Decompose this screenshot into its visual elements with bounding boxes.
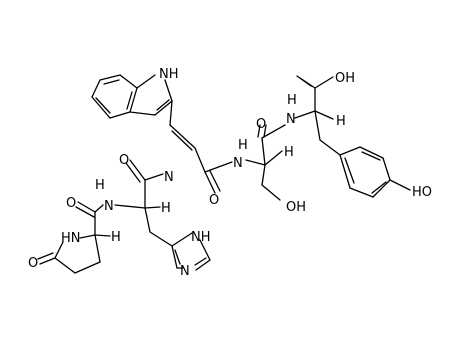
- atom-his-o: O: [119, 153, 129, 168]
- atom-imid-nh: NH: [191, 230, 211, 245]
- atom-indole-nh: NH: [159, 67, 179, 82]
- indole-ring: [91, 74, 173, 119]
- atom-trp-o: O: [209, 193, 219, 208]
- atom-imid-n: N: [180, 264, 190, 279]
- atom-ser-nh: H: [238, 138, 248, 153]
- atom-ser-oh: OH: [286, 200, 306, 215]
- atom-tyr-n: N: [286, 112, 296, 127]
- atom-tyr-alpha-h: H: [336, 114, 346, 129]
- atom-his-n: N: [104, 199, 114, 214]
- atom-ser-alpha-h: H: [284, 145, 294, 160]
- atom-cooh: OH: [335, 71, 355, 86]
- atom-ser-amide-o: O: [256, 117, 266, 132]
- atom-phenol-oh: HO: [412, 185, 432, 200]
- atom-tyr-nh: H: [287, 93, 297, 108]
- atom-pyro-o: O: [66, 196, 76, 211]
- atom-ser-n: N: [233, 156, 243, 171]
- atom-trp-n: N: [164, 170, 174, 185]
- atom-his-alpha-h: H: [161, 201, 171, 216]
- atom-labels: NH OH H N H O H N H O N O H N H O HN H O…: [28, 67, 432, 279]
- atom-pyro-nh: HN: [61, 231, 81, 246]
- peptide-backbone: [37, 75, 411, 274]
- atom-ring-o: O: [28, 256, 38, 271]
- atom-pyro-alpha-h: H: [111, 230, 121, 245]
- atom-his-nh-h: H: [95, 178, 105, 193]
